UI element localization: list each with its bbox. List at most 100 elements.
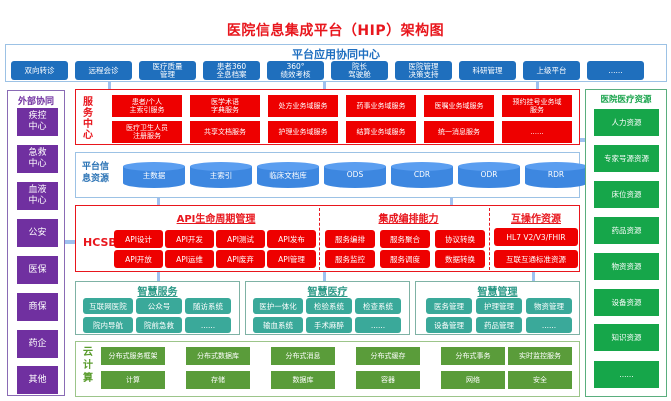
db-rdr[interactable]: RDR: [525, 162, 587, 188]
app-item-more[interactable]: ......: [587, 61, 644, 80]
smart-medical-lab[interactable]: 检验系统: [306, 298, 352, 314]
app-item-decision-support[interactable]: 医院管理 决策支持: [395, 61, 452, 80]
cloud-label: 云计算: [83, 347, 93, 384]
smart-medical-anesthesia[interactable]: 手术麻醉: [306, 317, 352, 333]
smart-medical-integrated-care[interactable]: 医护一体化: [253, 298, 303, 314]
platform-info-label: 平台信 息资源: [82, 161, 112, 185]
smart-service-navigation[interactable]: 院内导航: [83, 317, 133, 333]
app-item-performance-360[interactable]: 360° 绩效考核: [267, 61, 324, 80]
resource-materials[interactable]: 物资资源: [594, 253, 659, 280]
external-item-emergency[interactable]: 急救 中心: [17, 145, 58, 173]
cloud-realtime-monitor[interactable]: 实时监控服务: [508, 347, 572, 365]
cloud-network[interactable]: 网络: [441, 371, 505, 389]
smart-medical-more[interactable]: ......: [355, 317, 401, 333]
smart-medical-transfusion[interactable]: 输血系统: [253, 317, 303, 333]
api-manage[interactable]: API管理: [267, 250, 316, 268]
smart-service-more[interactable]: ......: [185, 317, 231, 333]
app-item-director-cockpit[interactable]: 院长 驾驶舱: [331, 61, 388, 80]
smart-medical-exam[interactable]: 检查系统: [355, 298, 401, 314]
smart-service-internet-hospital[interactable]: 互联网医院: [83, 298, 133, 314]
smart-mgmt-medical-affairs[interactable]: 医务管理: [426, 298, 472, 314]
external-item-police[interactable]: 公安: [17, 219, 58, 247]
api-develop[interactable]: API开发: [165, 230, 214, 248]
connector-arrow: [323, 272, 326, 281]
svc-item-orders[interactable]: 医嘱业务域服务: [424, 95, 494, 117]
svc-item-terminology[interactable]: 医学术语 字典服务: [190, 95, 260, 117]
db-clinical-document[interactable]: 临床文档库: [257, 162, 319, 188]
service-center-label: 服务中心: [83, 97, 93, 141]
resource-human[interactable]: 人力资源: [594, 109, 659, 136]
api-operate[interactable]: API运维: [165, 250, 214, 268]
svc-item-provider-registry[interactable]: 医疗卫生人员 注册服务: [112, 121, 182, 143]
svc-item-prescription[interactable]: 处方业务域服务: [268, 95, 338, 117]
smart-mgmt-materials[interactable]: 物资管理: [526, 298, 572, 314]
interop-hl7[interactable]: HL7 V2/V3/FHIR: [494, 228, 578, 246]
svc-item-pharmacy[interactable]: 药事业务域服务: [346, 95, 416, 117]
db-ods[interactable]: ODS: [324, 162, 386, 188]
svc-item-messaging[interactable]: 统一消息服务: [424, 121, 494, 143]
api-deprecate[interactable]: API废弃: [216, 250, 265, 268]
smart-service-followup[interactable]: 随访系统: [185, 298, 231, 314]
db-master-index[interactable]: 主索引: [190, 162, 252, 188]
smart-service-prehospital[interactable]: 院前急救: [136, 317, 182, 333]
smart-mgmt-nursing[interactable]: 护理管理: [476, 298, 522, 314]
app-item-referral[interactable]: 双向转诊: [11, 61, 68, 80]
cloud-distributed-message[interactable]: 分布式消息: [271, 347, 335, 365]
external-item-medical-insurance[interactable]: 医保: [17, 256, 58, 284]
hospital-resources-panel: 医院医疗资源 人力资源 专家号源资源 床位资源 药品资源 物资资源 设备资源 知…: [585, 89, 667, 397]
app-item-superior-platform[interactable]: 上级平台: [523, 61, 580, 80]
svc-item-patient-index[interactable]: 患者/个人 主索引服务: [112, 95, 182, 117]
smart-mgmt-drugs[interactable]: 药品管理: [476, 317, 522, 333]
integ-scheduling[interactable]: 服务调度: [380, 250, 430, 268]
api-test[interactable]: API测试: [216, 230, 265, 248]
cloud-distributed-transaction[interactable]: 分布式事务: [441, 347, 505, 365]
resource-equipment[interactable]: 设备资源: [594, 289, 659, 316]
db-master-data[interactable]: 主数据: [123, 162, 185, 188]
platform-app-center: 平台应用协同中心 双向转诊 远程会诊 医疗质量 管理 患者360 全息档案 36…: [5, 44, 667, 82]
resource-beds[interactable]: 床位资源: [594, 181, 659, 208]
svc-item-shared-document[interactable]: 共享文档服务: [190, 121, 260, 143]
external-item-cdc[interactable]: 疾控 中心: [17, 108, 58, 136]
cloud-compute[interactable]: 计算: [101, 371, 165, 389]
integ-data-convert[interactable]: 数据转换: [435, 250, 485, 268]
integ-aggregation[interactable]: 服务聚合: [380, 230, 430, 248]
smart-service-official-account[interactable]: 公众号: [136, 298, 182, 314]
integ-orchestration[interactable]: 服务编排: [325, 230, 375, 248]
external-item-pharma[interactable]: 药企: [17, 330, 58, 358]
db-odr[interactable]: ODR: [458, 162, 520, 188]
api-design[interactable]: API设计: [114, 230, 163, 248]
external-item-blood[interactable]: 血液 中心: [17, 182, 58, 210]
svc-item-more[interactable]: ......: [502, 121, 572, 143]
app-item-patient-360[interactable]: 患者360 全息档案: [203, 61, 260, 80]
cloud-database[interactable]: 数据库: [271, 371, 335, 389]
api-open[interactable]: API开放: [114, 250, 163, 268]
app-item-quality-management[interactable]: 医疗质量 管理: [139, 61, 196, 80]
section-divider: [489, 208, 490, 270]
resource-knowledge[interactable]: 知识资源: [594, 324, 659, 351]
svc-item-appointment[interactable]: 预约挂号业务域 服务: [502, 95, 572, 117]
resource-more[interactable]: ......: [594, 361, 659, 388]
cloud-security[interactable]: 安全: [508, 371, 572, 389]
external-item-other[interactable]: 其他: [17, 366, 58, 394]
app-item-research[interactable]: 科研管理: [459, 61, 516, 80]
cloud-container[interactable]: 容器: [356, 371, 420, 389]
connector-arrow: [108, 82, 111, 90]
cloud-distributed-db[interactable]: 分布式数据库: [186, 347, 250, 365]
app-item-remote-consult[interactable]: 远程会诊: [75, 61, 132, 80]
db-cdr[interactable]: CDR: [391, 162, 453, 188]
cloud-distributed-framework[interactable]: 分布式服务框架: [101, 347, 165, 365]
resource-drugs[interactable]: 药品资源: [594, 217, 659, 244]
resource-expert-slots[interactable]: 专家号源资源: [594, 145, 659, 172]
smart-mgmt-equipment[interactable]: 设备管理: [426, 317, 472, 333]
integ-protocol-convert[interactable]: 协议转换: [435, 230, 485, 248]
integ-monitor[interactable]: 服务监控: [325, 250, 375, 268]
svc-item-nursing[interactable]: 护理业务域服务: [268, 121, 338, 143]
svc-item-billing[interactable]: 结算业务域服务: [346, 121, 416, 143]
external-item-commercial-insurance[interactable]: 商保: [17, 293, 58, 321]
interop-standards[interactable]: 互联互通标准资源: [494, 250, 578, 268]
smart-medical-panel: 智慧医疗 医护一体化 检验系统 检查系统 输血系统 手术麻醉 ......: [245, 281, 410, 335]
smart-mgmt-more[interactable]: ......: [526, 317, 572, 333]
cloud-storage[interactable]: 存储: [186, 371, 250, 389]
cloud-distributed-cache[interactable]: 分布式缓存: [356, 347, 420, 365]
api-publish[interactable]: API发布: [267, 230, 316, 248]
